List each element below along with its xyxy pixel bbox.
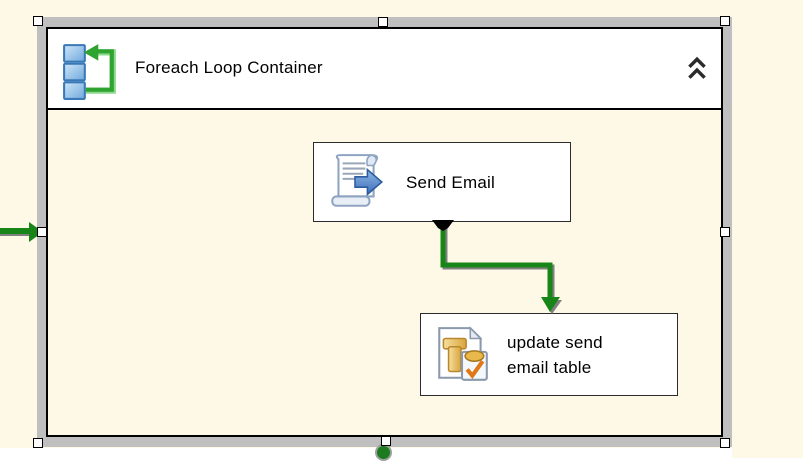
incoming-connector-arrow	[0, 222, 43, 242]
task-send-email[interactable]: Send Email	[313, 142, 571, 222]
precedence-constraint-connector[interactable]	[425, 212, 575, 318]
resize-handle-middle-left[interactable]	[37, 227, 47, 237]
resize-handle-middle-right[interactable]	[720, 227, 730, 237]
send-mail-task-icon	[331, 154, 384, 207]
connector-endpoint-dot[interactable]	[375, 444, 392, 461]
task-update-send-email-table[interactable]: update send email table	[420, 313, 678, 396]
container-header[interactable]: Foreach Loop Container	[48, 29, 721, 110]
container-title: Foreach Loop Container	[135, 58, 323, 77]
foreach-loop-icon	[63, 44, 116, 100]
resize-handle-top-left[interactable]	[33, 16, 43, 26]
surface-edge	[0, 448, 732, 458]
resize-handle-top-right[interactable]	[720, 16, 730, 26]
resize-handle-bottom-right[interactable]	[720, 438, 730, 448]
resize-handle-top-middle[interactable]	[378, 17, 388, 27]
resize-handle-bottom-left[interactable]	[33, 438, 43, 448]
execute-sql-task-icon	[438, 325, 488, 381]
resize-handle-bottom-middle[interactable]	[381, 436, 391, 446]
task-label: Send Email	[406, 172, 495, 192]
double-chevron-up-icon[interactable]	[684, 56, 710, 82]
task-label: update send email table	[507, 332, 603, 377]
